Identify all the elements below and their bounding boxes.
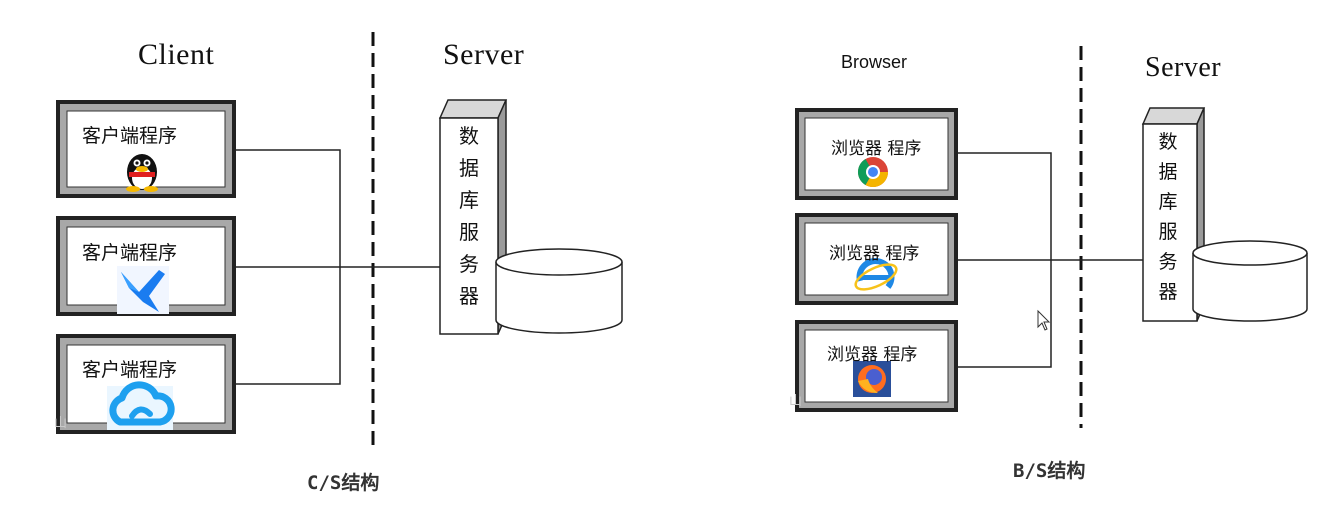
bs-db-char: 数 [1158,131,1178,153]
feishu-bird-icon [117,266,169,314]
qq-penguin-icon [126,154,158,192]
cs-db-char: 器 [459,284,479,308]
bs-db-char: 库 [1158,191,1178,213]
bs-db-char: 服 [1158,221,1178,243]
cs-database-cylinder [495,248,623,334]
cs-db-server-label: 数 据 库 服 务 器 [454,120,484,312]
cs-db-char: 库 [459,188,479,212]
bs-database-cylinder [1192,240,1308,322]
cs-caption: C/S结构 [307,472,380,494]
bs-db-char: 器 [1158,281,1178,303]
cs-db-char: 数 [459,124,479,148]
bs-browser-label-3: 浏览器 程序 [827,345,918,365]
bs-db-server-label: 数 据 库 服 务 器 [1153,127,1183,307]
bs-browser-title: Browser [841,52,908,72]
cs-client-label-1: 客户端程序 [82,125,178,147]
firefox-icon [853,361,891,397]
cs-client-label-3: 客户端程序 [82,359,178,381]
cs-client-box-1 [56,100,236,198]
cs-connector-1 [236,149,341,267]
bs-connector-1 [958,152,1052,260]
bs-server-title: Server [1145,52,1222,83]
cs-db-char: 服 [459,220,479,244]
cs-client-label-2: 客户端程序 [82,242,178,264]
cs-db-char: 据 [459,156,479,180]
bs-caption: B/S结构 [1013,460,1086,482]
bs-browser-label-2: 浏览器 程序 [829,244,920,264]
internet-explorer-icon [854,258,898,291]
cloud-icon [107,381,175,430]
bs-connector-3 [958,260,1052,368]
bs-db-char: 据 [1158,161,1178,183]
cs-db-server-column [438,99,508,335]
cs-server-title: Server [443,38,525,71]
chrome-icon [857,157,888,188]
bs-db-char: 务 [1158,251,1178,273]
bs-browser-label-1: 浏览器 程序 [831,139,922,159]
cs-client-title: Client [138,38,215,71]
cs-connector-3 [236,267,341,385]
bs-ghost-mark: 山 [789,394,803,409]
cs-db-char: 务 [459,252,479,276]
cs-ghost-mark: 山 [54,416,68,431]
